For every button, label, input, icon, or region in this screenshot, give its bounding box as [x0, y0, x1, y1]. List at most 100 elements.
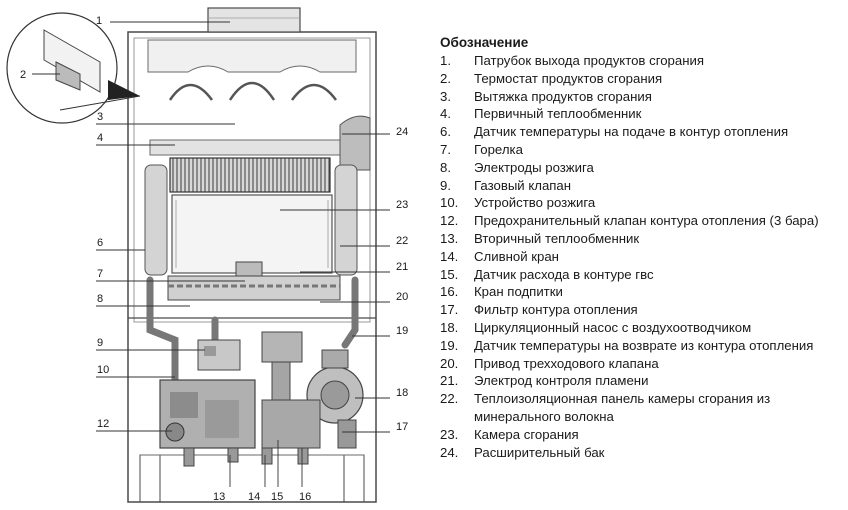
legend-item: 21. Электрод контроля пламени	[440, 372, 840, 390]
legend-item-number: 13.	[440, 230, 459, 246]
legend-item-number: 17.	[440, 302, 459, 318]
legend-item-number: 15.	[440, 266, 459, 282]
legend-title: Обозначение	[440, 35, 529, 50]
callout-14: 14	[248, 491, 260, 503]
callout-9: 9	[97, 337, 103, 349]
flue-outlet	[207, 7, 301, 33]
legend-item-text: Расширительный бак	[474, 444, 605, 460]
callout-24: 24	[396, 126, 408, 138]
legend-item-number: 21.	[440, 373, 459, 389]
legend-item-number: 12.	[440, 213, 459, 229]
callout-8: 8	[97, 293, 103, 305]
callout-6: 6	[97, 237, 103, 249]
callout-16: 16	[299, 491, 311, 503]
legend-item-text: Привод трехходового клапана	[474, 355, 659, 371]
legend-item-text: Предохранительный клапан контура отоплен…	[474, 213, 819, 229]
legend-item-number: 7.	[440, 141, 451, 157]
callout-leaders	[32, 21, 390, 487]
legend-item-text: Вытяжка продуктов сгорания	[474, 88, 652, 104]
legend-item-number: 8.	[440, 159, 451, 175]
callout-21: 21	[396, 261, 408, 273]
legend-item: 7. Горелка	[440, 141, 840, 159]
legend-item-number: 4.	[440, 106, 451, 122]
legend-item: 3. Вытяжка продуктов сгорания	[440, 88, 840, 106]
legend-item-text: Патрубок выхода продуктов сгорания	[474, 53, 705, 68]
hydraulic-group	[159, 379, 357, 449]
legend-item-text: Горелка	[474, 141, 523, 157]
legend-item-text: Теплоизоляционная панель камеры сгорания…	[474, 391, 771, 424]
legend-item-number: 23.	[440, 426, 459, 442]
legend-item-text: Сливной кран	[474, 248, 559, 264]
legend-item: 8. Электроды розжига	[440, 159, 840, 177]
legend-item: 15. Датчик расхода в контуре гвс	[440, 266, 840, 284]
legend-item: 13. Вторичный теплообменник	[440, 230, 840, 248]
legend-item: 22. Теплоизоляционная панель камеры сгора…	[440, 390, 840, 426]
thermostat-detail-magnifier	[6, 12, 141, 124]
legend-item: 20. Привод трехходового клапана	[440, 355, 840, 373]
legend-item-text: Термостат продуктов сгорания	[474, 70, 663, 86]
legend-list: 1. Патрубок выхода продуктов сгорания 2. Т…	[440, 52, 840, 461]
callout-2: 2	[20, 69, 26, 81]
legend-item-number: 18.	[440, 319, 459, 335]
legend-item-text: Фильтр контура отопления	[474, 302, 638, 318]
legend-item-text: Электрод контроля пламени	[474, 373, 649, 389]
gas-valve	[197, 339, 241, 371]
burner	[167, 261, 341, 301]
legend-item-text: Устройство розжига	[474, 195, 596, 211]
legend-item-text: Датчик расхода в контуре гвс	[474, 266, 654, 282]
legend: Обозначение 1. Патрубок выхода продуктов …	[440, 34, 840, 461]
legend-item-number: 19.	[440, 337, 459, 353]
legend-item: 24. Расширительный бак	[440, 444, 840, 462]
combustion-chamber	[171, 194, 333, 274]
callout-22: 22	[396, 235, 408, 247]
flue-hood	[147, 39, 357, 156]
legend-item-text: Датчик температуры на подаче в контур от…	[474, 124, 789, 140]
legend-item-text: Первичный теплообменник	[474, 106, 642, 122]
legend-item-number: 22.	[440, 391, 459, 407]
callout-12: 12	[97, 418, 109, 430]
legend-item: 16. Кран подпитки	[440, 283, 840, 301]
pipework	[146, 276, 359, 399]
legend-item-number: 3.	[440, 88, 451, 104]
legend-item-number: 6.	[440, 124, 451, 140]
legend-item: 14. Сливной кран	[440, 248, 840, 266]
legend-item-text: Кран подпитки	[474, 284, 563, 300]
legend-item-number: 14.	[440, 248, 459, 264]
legend-item: 17. Фильтр контура отопления	[440, 301, 840, 319]
legend-item-number: 20.	[440, 355, 459, 371]
three-way-valve-actuator	[261, 331, 303, 418]
legend-item: 18. Циркуляционный насос с воздухоотводчи…	[440, 319, 840, 337]
legend-item-text: Циркуляционный насос с воздухоотводчиком	[474, 319, 752, 335]
legend-item: 6. Датчик температуры на подаче в контур …	[440, 123, 840, 141]
callout-7: 7	[97, 268, 103, 280]
legend-item: 4. Первичный теплообменник	[440, 105, 840, 123]
legend-item: 1. Патрубок выхода продуктов сгорания	[440, 52, 840, 70]
legend-item-text: Камера сгорания	[474, 426, 579, 442]
callout-23: 23	[396, 199, 408, 211]
legend-item-number: 16.	[440, 284, 459, 300]
callout-20: 20	[396, 291, 408, 303]
callout-17: 17	[396, 421, 408, 433]
callout-10: 10	[97, 364, 109, 376]
callout-19: 19	[396, 325, 408, 337]
legend-item: 19. Датчик температуры на возврате из кон…	[440, 337, 840, 355]
legend-item: 23. Камера сгорания	[440, 426, 840, 444]
callout-15: 15	[271, 491, 283, 503]
callout-13: 13	[213, 491, 225, 503]
bottom-connections	[183, 447, 309, 467]
callout-3: 3	[97, 111, 103, 123]
legend-item: 10.Устройство розжига	[440, 194, 840, 212]
legend-item-text: Электроды розжига	[474, 159, 594, 175]
legend-item-number: 2.	[440, 70, 451, 86]
expansion-tank	[339, 115, 371, 171]
legend-item-number: 1.	[440, 53, 451, 68]
legend-item-number: 24.	[440, 444, 459, 460]
callout-4: 4	[97, 132, 103, 144]
callout-18: 18	[396, 387, 408, 399]
legend-item-text: Вторичный теплообменник	[474, 230, 640, 246]
legend-item-text: Газовый клапан	[474, 177, 572, 193]
legend-item-number: 9.	[440, 177, 451, 193]
legend-item: 12. Предохранительный клапан контура отоп…	[440, 212, 840, 230]
legend-item-text: Датчик температуры на возврате из контур…	[474, 337, 814, 353]
boiler-diagram: 1 2 3 4 6 7 8 9 10 12 13 14 15 16 17 18 …	[6, 7, 408, 503]
